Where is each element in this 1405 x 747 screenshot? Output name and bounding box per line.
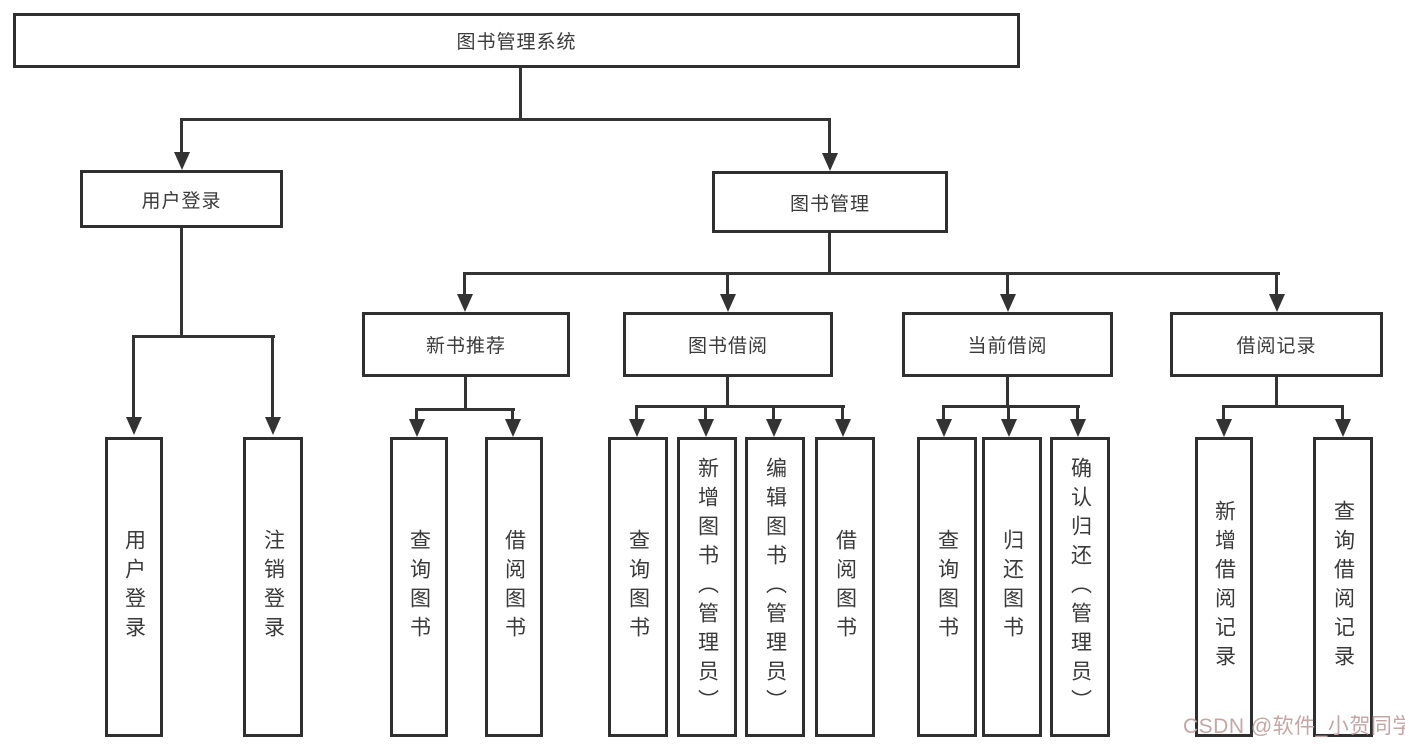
connector-root-hline [180, 118, 831, 121]
node-book-management: 图书管理 [712, 171, 948, 233]
arrow-to-br-query [1341, 405, 1344, 419]
node-current-borrowing: 当前借阅 [902, 312, 1113, 377]
connector-new-book-rec-vline [464, 377, 467, 410]
node-book-borrowing: 图书借阅 [623, 312, 833, 377]
node-leaf-bb-borrow-book: 借阅图书 [815, 437, 875, 737]
connector-book-borrow-vline [726, 377, 729, 407]
arrow-to-bb-add [704, 405, 707, 419]
arrow-to-cb-return [1007, 405, 1010, 419]
node-leaf-bb-query-book: 查询图书 [608, 437, 668, 737]
arrow-to-book-mgmt [828, 118, 831, 153]
connector-book-mgmt-hline [463, 272, 1280, 275]
node-leaf-cb-query-book: 查询图书 [917, 437, 977, 737]
connector-user-login-hline [132, 335, 275, 338]
connector-book-mgmt-vline [828, 233, 831, 275]
arrow-to-borrow-record [1275, 272, 1278, 294]
connector-new-book-rec-hline [415, 408, 515, 411]
node-leaf-bb-add-book-admin: 新增图书（管理员） [677, 437, 737, 737]
arrow-to-cb-confirm [1076, 405, 1079, 419]
node-leaf-bb-edit-book-admin: 编辑图书（管理员） [745, 437, 805, 737]
arrow-to-new-book-rec [463, 272, 466, 294]
arrow-to-nb-borrow [511, 408, 514, 419]
arrow-to-bb-borrow [841, 405, 844, 419]
connector-borrow-record-vline [1275, 377, 1278, 407]
node-leaf-nb-query-book: 查询图书 [390, 437, 448, 737]
arrow-to-current-borrow [1006, 272, 1009, 294]
node-leaf-br-query-record: 查询借阅记录 [1313, 437, 1373, 737]
arrow-to-ul-logout [271, 335, 274, 417]
arrow-to-bb-query [635, 405, 638, 419]
node-leaf-cb-confirm-return-admin: 确认归还（管理员） [1050, 437, 1110, 737]
csdn-watermark: CSDN @软件_小贺同学 [1183, 715, 1405, 738]
node-user-login: 用户登录 [80, 170, 283, 228]
node-leaf-logout: 注销登录 [243, 437, 303, 737]
arrow-to-ul-user-login [132, 335, 135, 417]
node-leaf-br-add-record: 新增借阅记录 [1195, 437, 1253, 737]
connector-current-borrow-hline [942, 405, 1080, 408]
arrow-to-bb-edit [772, 405, 775, 419]
arrow-to-book-borrow [726, 272, 729, 294]
node-new-book-recommend: 新书推荐 [362, 312, 570, 377]
arrow-to-br-add [1222, 405, 1225, 419]
node-leaf-nb-borrow-book: 借阅图书 [485, 437, 543, 737]
connector-book-borrow-hline [635, 405, 845, 408]
connector-user-login-vline [180, 228, 183, 337]
connector-current-borrow-vline [1006, 377, 1009, 407]
node-leaf-user-login: 用户登录 [105, 437, 163, 737]
arrow-to-nb-query [415, 408, 418, 419]
node-borrowing-records: 借阅记录 [1170, 312, 1383, 377]
arrow-to-cb-query [942, 405, 945, 419]
arrow-to-user-login [180, 118, 183, 152]
node-library-management-system: 图书管理系统 [13, 13, 1020, 68]
connector-borrow-record-hline [1222, 405, 1344, 408]
node-leaf-cb-return-book: 归还图书 [982, 437, 1042, 737]
connector-root-vline [519, 68, 522, 120]
